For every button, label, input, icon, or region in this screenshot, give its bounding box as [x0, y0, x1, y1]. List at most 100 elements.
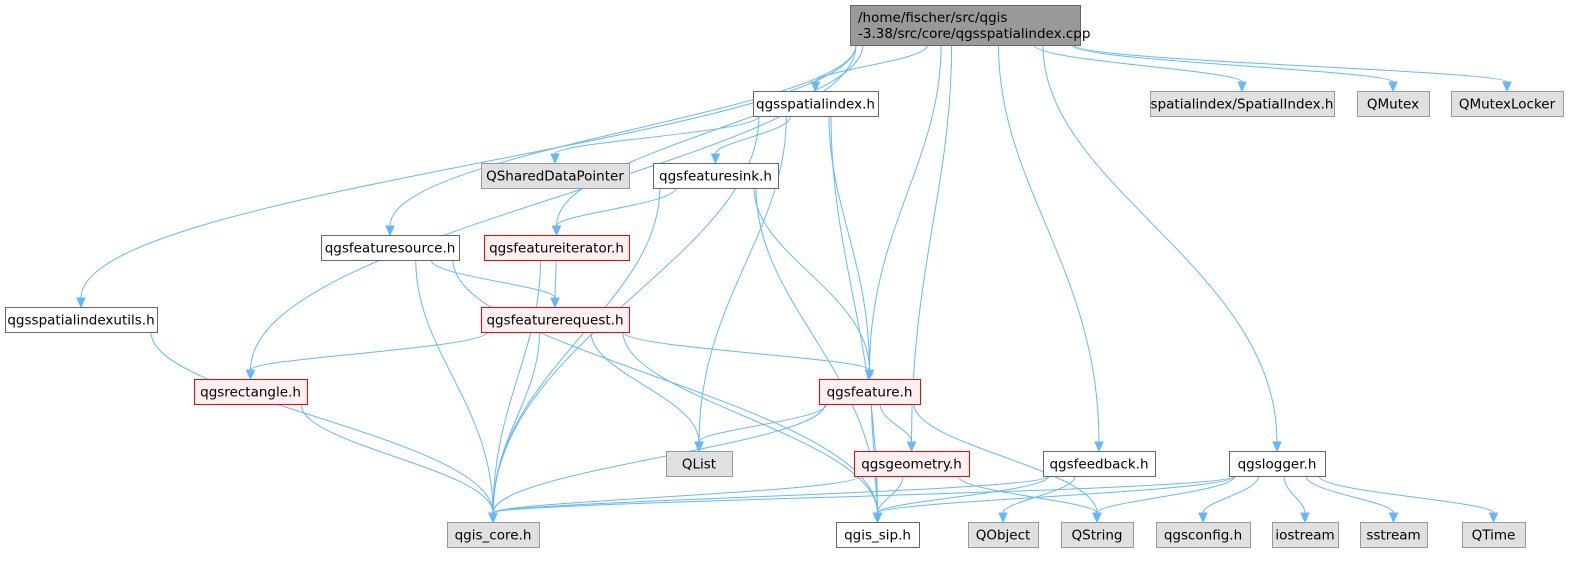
node-label: QList — [682, 457, 716, 473]
node-label: qgsfeature.h — [827, 385, 913, 401]
node-root[interactable]: /home/fischer/src/qgis-3.38/src/core/qgs… — [850, 5, 1091, 46]
edge-arrowhead — [810, 81, 821, 93]
edge-line — [698, 115, 787, 443]
node-box — [819, 379, 921, 405]
node-box — [481, 307, 630, 333]
node-qgsspatialindex-h[interactable]: qgsspatialindex.h — [753, 91, 879, 117]
node-box — [1150, 91, 1335, 117]
edge-root-to-qgsspatialindexutils_h — [76, 44, 857, 309]
edge-line — [998, 44, 1100, 443]
edge-line — [556, 187, 677, 227]
edge-line — [715, 115, 791, 155]
node-box — [854, 451, 970, 477]
edge-line — [492, 475, 861, 514]
node-qgsfeaturesource-h[interactable]: qgsfeaturesource.h — [321, 235, 460, 261]
node-qgslogger-h[interactable]: qgslogger.h — [1229, 451, 1326, 477]
edge-line — [828, 115, 870, 371]
edge-line — [415, 259, 494, 514]
edge-root-to-qgsfeedback_h — [998, 44, 1104, 453]
edge-line — [622, 331, 870, 371]
node-label: qgis_sip.h — [844, 528, 911, 544]
node-qmutex: QMutex — [1357, 91, 1430, 117]
edge-arrowhead — [864, 369, 875, 381]
node-box — [1272, 522, 1339, 548]
node-box — [5, 307, 158, 333]
edge-arrowhead — [1092, 512, 1102, 524]
edge-arrowhead — [550, 297, 560, 309]
edge-line — [877, 475, 1236, 514]
node-qgsconfig-h: qgsconfig.h — [1156, 522, 1251, 548]
edge-qgslogger_h-to-qstring — [1092, 475, 1236, 524]
node-iostream: iostream — [1272, 522, 1339, 548]
node-label: sstream — [1366, 528, 1420, 544]
node-label: QSharedDataPointer — [486, 169, 624, 185]
edge-qgsfeature_h-to-qlist — [694, 403, 828, 453]
edge-qgslogger_h-to-qgsconfig_h — [1198, 475, 1259, 524]
edge-line — [879, 403, 912, 443]
edge-line — [554, 115, 760, 155]
edge-qgslogger_h-to-sstream — [1305, 475, 1399, 524]
node-box — [1061, 522, 1134, 548]
edge-root-to-qmutexlocker — [1073, 44, 1512, 93]
edge-arrowhead — [245, 369, 256, 381]
node-label: -3.38/src/core/qgsspatialindex.cpp — [858, 26, 1090, 42]
node-label: spatialindex/SpatialIndex.h — [1151, 97, 1334, 113]
edge-arrowhead — [1094, 441, 1104, 453]
edge-line — [492, 331, 540, 514]
edge-line — [492, 259, 542, 514]
edge-qgsfeaturesource_h-to-qgis_sip_h — [452, 259, 883, 524]
edge-line — [1305, 475, 1394, 514]
node-label: QTime — [1472, 528, 1516, 544]
edge-qgsfeaturesink_h-to-qgsfeature_h — [753, 187, 875, 381]
edge-line — [753, 187, 870, 371]
node-box — [1360, 522, 1428, 548]
edge-line — [430, 259, 556, 299]
edge-line — [556, 44, 864, 227]
node-box — [836, 522, 920, 548]
node-box — [1229, 451, 1326, 477]
edge-line — [1283, 475, 1306, 514]
edge-arrowhead — [1502, 81, 1512, 93]
node-label: /home/fischer/src/qgis — [858, 10, 1007, 26]
node-label: QString — [1072, 528, 1123, 544]
edge-qgsfeaturerequest_h-to-qgsrectangle_h — [245, 331, 488, 381]
edge-qgsspatialindex_h-to-qgsfeaturesink_h — [710, 115, 791, 165]
node-label: qgsfeaturesource.h — [325, 241, 456, 257]
node-layer: /home/fischer/src/qgis-3.38/src/core/qgs… — [5, 5, 1564, 548]
edge-line — [492, 403, 826, 514]
edge-line — [80, 44, 857, 299]
node-label: qgsfeedback.h — [1049, 457, 1148, 473]
node-qgis-sip-h[interactable]: qgis_sip.h — [836, 522, 920, 548]
edge-line — [590, 331, 700, 443]
node-qgsspatialindexutils-h[interactable]: qgsspatialindexutils.h — [5, 307, 158, 333]
node-qgsfeatureiterator-h[interactable]: qgsfeatureiterator.h — [484, 235, 630, 261]
node-box — [1451, 91, 1564, 117]
node-qgsfeedback-h[interactable]: qgsfeedback.h — [1043, 451, 1156, 477]
node-qshareddatapointer: QSharedDataPointer — [481, 163, 630, 189]
edge-line — [150, 331, 494, 514]
edge-qgsspatialindex_h-to-qgsfeature_h — [828, 115, 875, 381]
edge-qgslogger_h-to-iostream — [1283, 475, 1310, 524]
node-box — [1043, 451, 1156, 477]
node-label: qgsfeatureiterator.h — [489, 241, 624, 257]
edge-line — [877, 475, 904, 514]
node-box — [666, 451, 733, 477]
edge-line — [1071, 44, 1394, 83]
node-box — [1357, 91, 1430, 117]
edge-line — [1318, 475, 1494, 514]
node-qgsfeature-h[interactable]: qgsfeature.h — [819, 379, 921, 405]
edge-line — [911, 44, 953, 443]
edge-arrowhead — [998, 512, 1008, 524]
edge-arrowhead — [872, 512, 883, 524]
edge-qgsspatialindex_h-to-qshareddatapointer — [550, 115, 760, 165]
node-label: QMutex — [1367, 97, 1419, 113]
node-label: qgslogger.h — [1238, 457, 1317, 473]
node-spatialindex-h: spatialindex/SpatialIndex.h — [1150, 91, 1335, 117]
edge-qgsfeatureiterator_h-to-qgsfeaturerequest_h — [550, 259, 560, 309]
node-qgsgeometry-h[interactable]: qgsgeometry.h — [854, 451, 970, 477]
node-qgsfeaturerequest-h[interactable]: qgsfeaturerequest.h — [481, 307, 630, 333]
edge-arrowhead — [694, 441, 704, 453]
edge-arrowhead — [551, 225, 562, 237]
node-qgsfeaturesink-h[interactable]: qgsfeaturesink.h — [653, 163, 779, 189]
node-qgsrectangle-h[interactable]: qgsrectangle.h — [194, 379, 308, 405]
